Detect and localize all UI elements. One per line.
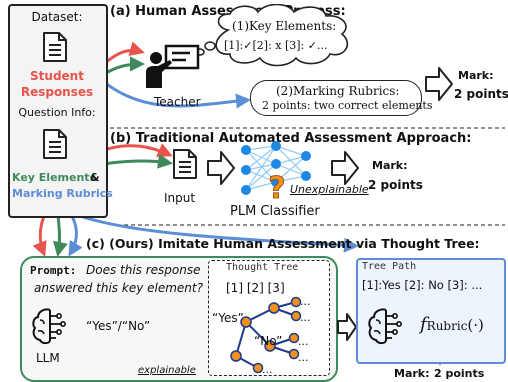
section-b-points: 2 points [368, 178, 423, 192]
arrow-rubrics-down [68, 215, 83, 257]
section-a-mark: Mark: [458, 69, 494, 82]
cloud-body: [1]:✓[2]: x [3]: ✓... [224, 39, 328, 52]
tree-icon [230, 296, 302, 374]
document-icon [43, 129, 67, 159]
section-b-mark: Mark: [372, 159, 408, 172]
section-b-title: (b) Traditional Automated Assessment App… [110, 131, 472, 146]
ampersand: & [90, 171, 100, 184]
section-c-mark: Mark: [394, 367, 430, 380]
key-elements-label: Key Elements [12, 171, 97, 184]
thought-cloud-icon [215, 4, 348, 67]
tree-path-text: [1]:Yes [2]: No [3]: ... [362, 278, 483, 292]
rubric-body: 2 points: two correct elements [262, 99, 433, 112]
cloud-title: (1)Key Elements: [232, 19, 337, 33]
rubric-title: (2)Marking Rubrics: [276, 84, 400, 98]
teacher-label: Teacher [154, 95, 201, 109]
f-symbol: f [420, 314, 427, 335]
tree-dots-4: ... [298, 351, 309, 364]
arrow-rubrics-to-tree-path [79, 214, 359, 253]
section-a-points: 2 points [454, 87, 508, 101]
question-info-label: Question Info: [18, 106, 96, 119]
arrow-responses-to-input [103, 143, 173, 157]
arrow-rubrics-to-rubric-box [103, 80, 251, 109]
cloud-bubble-2 [204, 41, 216, 51]
arrow-responses-to-teacher [103, 41, 145, 66]
question-mark-icon: ? [268, 172, 286, 202]
section-c-points: 2 points [434, 367, 485, 380]
yes-no-label: “Yes”/“No” [86, 319, 151, 333]
tree-dots-3: ... [298, 335, 309, 348]
f-rubric-function: fRubric(·) [420, 316, 484, 334]
document-icon [43, 32, 67, 62]
arrow-key-elements-to-input [103, 153, 173, 169]
dataset-box [8, 4, 108, 218]
arrow-icon [425, 67, 453, 101]
llm-label: LLM [36, 351, 60, 365]
section-c-title: (c) (Ours) Imitate Human Assessment via … [86, 236, 480, 251]
brain-icon [32, 308, 66, 345]
prompt-text-line-2: answered this key element? [34, 281, 203, 295]
tree-dots-5: ... [262, 363, 273, 376]
f-argument: (·) [467, 316, 484, 334]
brain-icon [368, 308, 402, 345]
tree-no-label: “No” [254, 334, 283, 348]
arrow-responses-down [32, 215, 47, 257]
tree-indices: [1] [2] [3] [226, 281, 285, 295]
svg-text:?: ? [268, 172, 285, 202]
prompt-text-line-1: Does this response [86, 263, 201, 277]
input-label: Input [164, 191, 196, 205]
student-responses-label-line-1: Student [30, 69, 84, 83]
prompt-label: Prompt: [30, 264, 77, 277]
tree-dots-2: ... [300, 311, 311, 324]
arrow-key-elements-down [52, 215, 68, 257]
teacher-icon [146, 44, 200, 88]
thought-tree-panel [208, 260, 330, 376]
f-subscript: Rubric [426, 319, 468, 333]
thought-tree-title: Thought Tree [226, 262, 299, 273]
plm-classifier-label: PLM Classifier [230, 204, 320, 219]
arrow-icon [337, 313, 357, 341]
arrow-key-elements-to-teacher [103, 56, 145, 76]
tree-path-title: Tree Path [362, 261, 417, 272]
unexplainable-label: Unexplainable [290, 183, 369, 196]
dataset-title: Dataset: [31, 10, 83, 24]
tree-dots-1: ... [300, 295, 311, 308]
arrow-icon [207, 151, 235, 185]
document-icon [173, 149, 197, 179]
tree-path-panel [356, 258, 506, 364]
tree-yes-label: “Yes” [212, 311, 244, 325]
neural-network-icon [241, 141, 311, 195]
explainable-label: explainable [138, 365, 196, 376]
arrow-icon [331, 151, 359, 185]
student-responses-label-line-2: Responses [20, 85, 94, 99]
rubric-box [250, 80, 422, 116]
marking-rubrics-label: Marking Rubrics [12, 187, 113, 200]
